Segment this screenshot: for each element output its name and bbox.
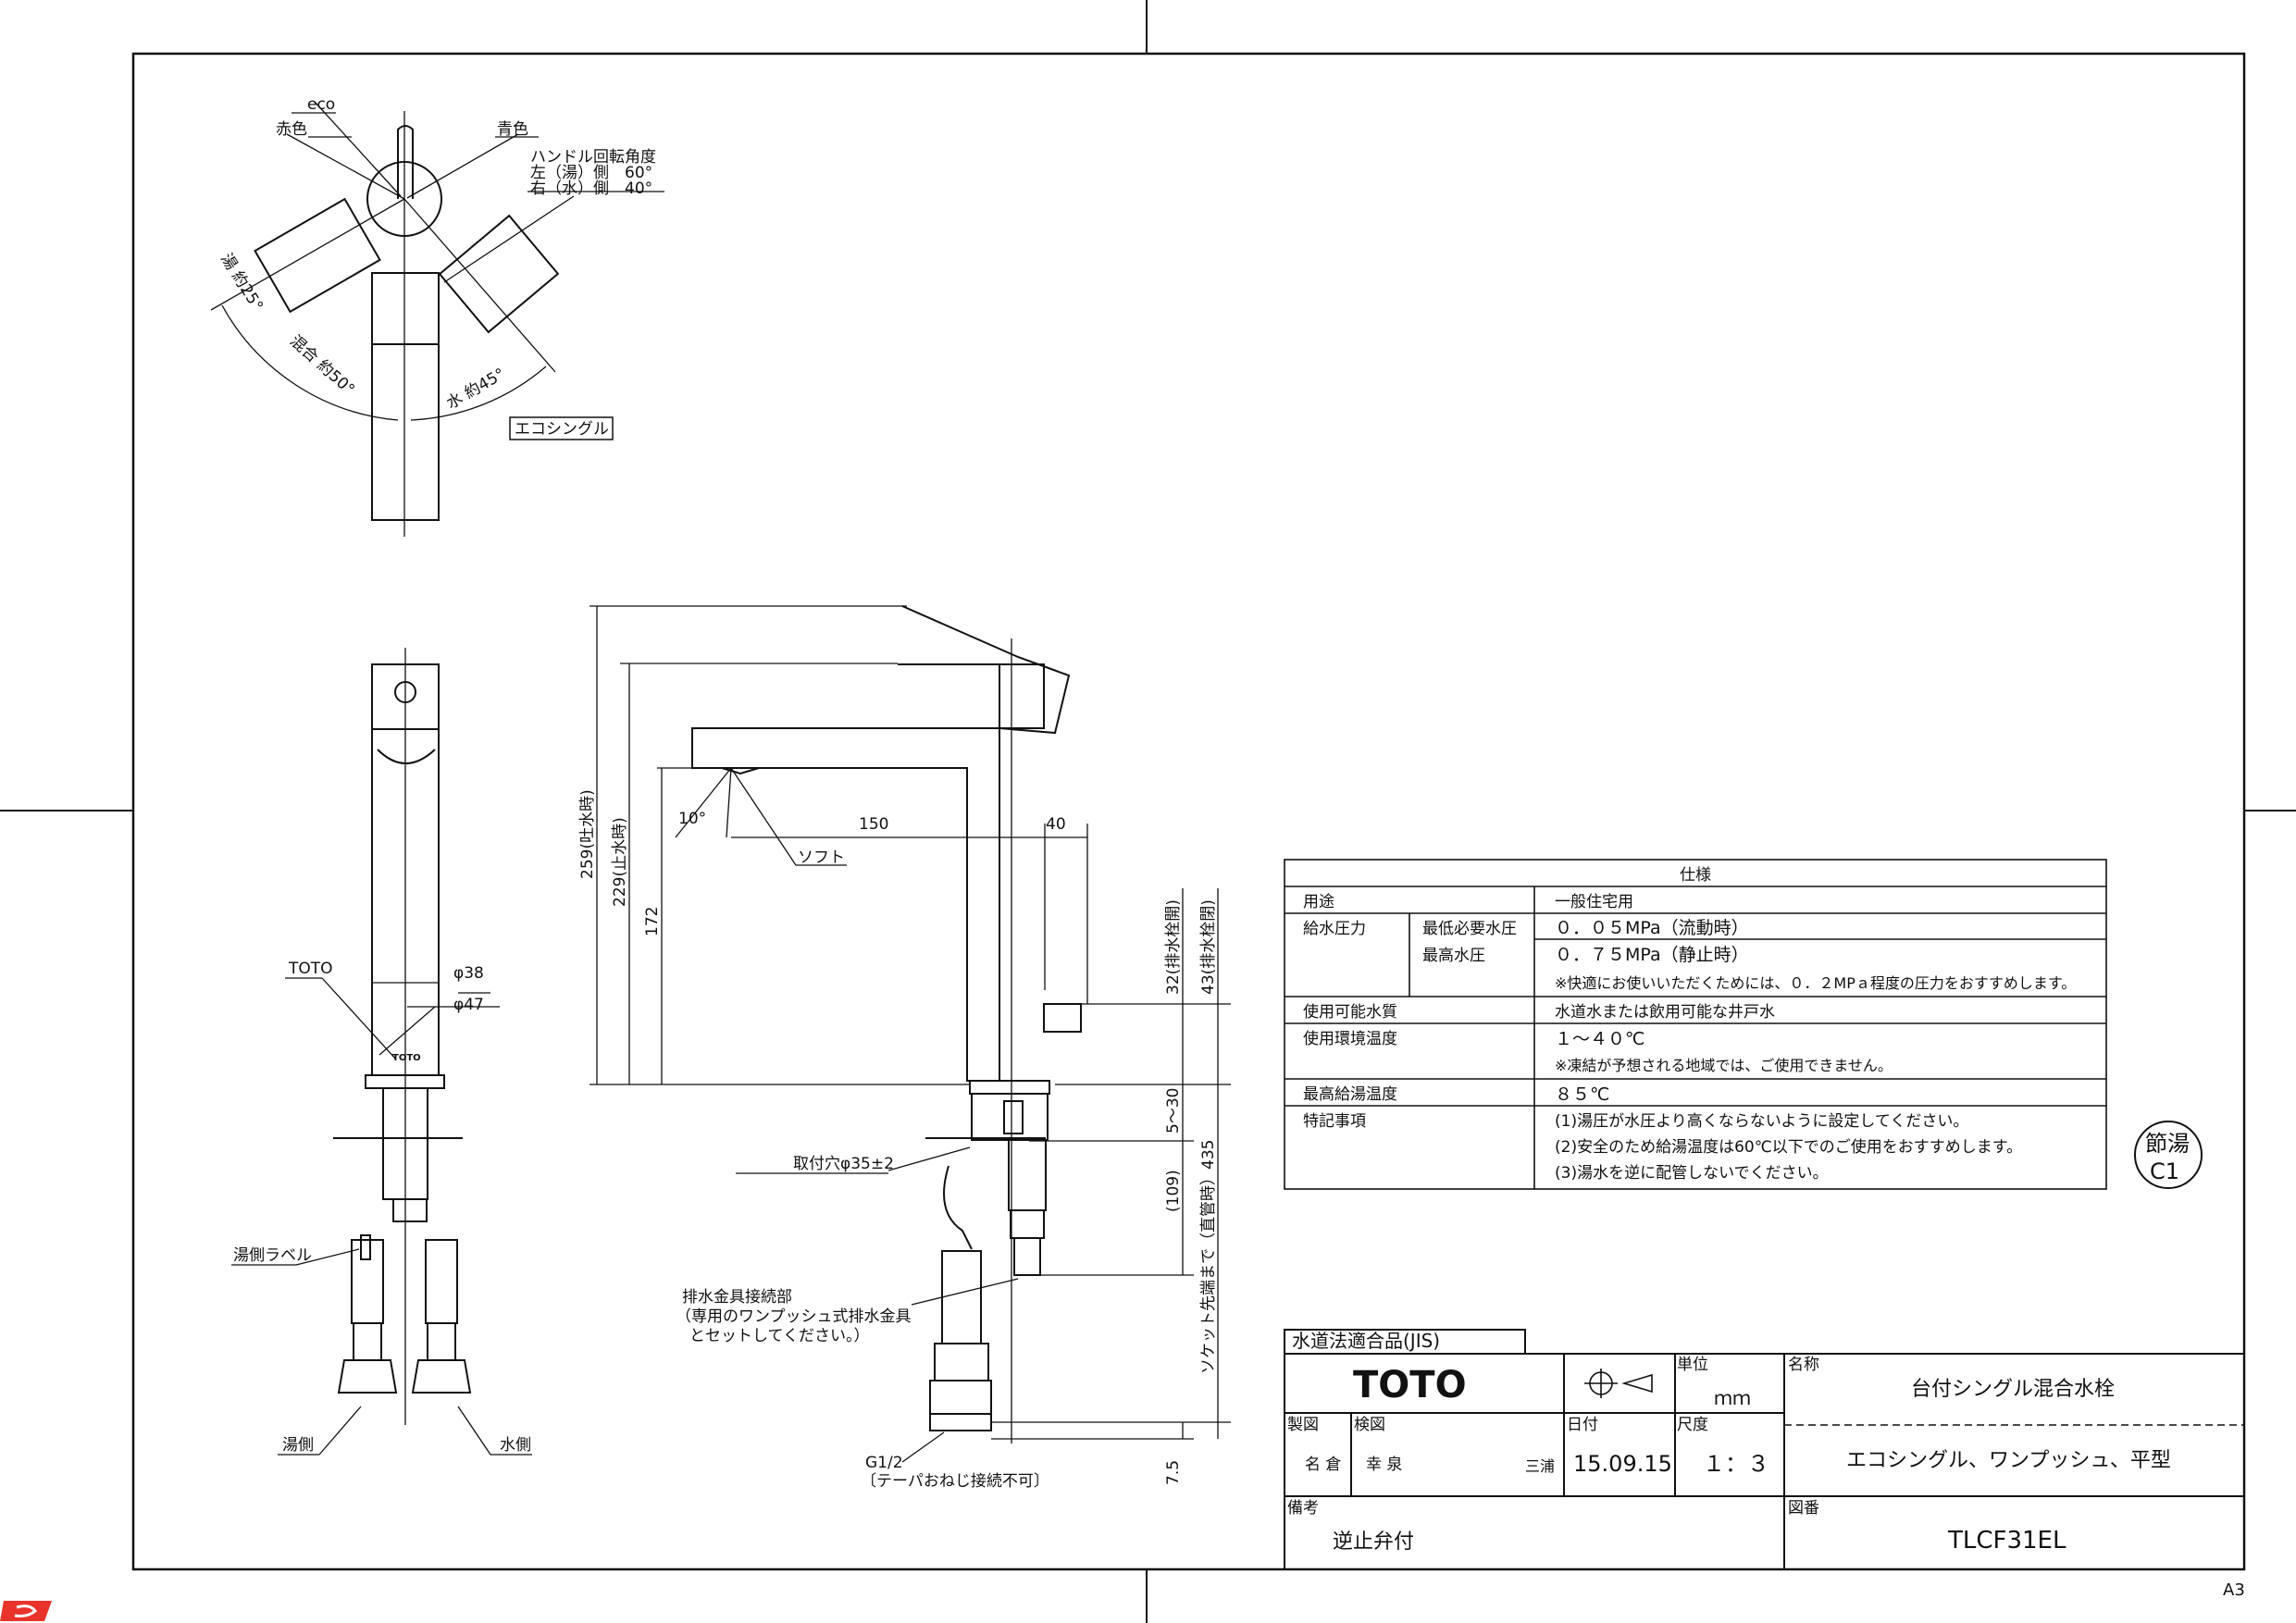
- handle-hot-angle: 左（湯）側 60°: [530, 164, 652, 182]
- date-label: 日付: [1567, 1416, 1598, 1434]
- cold-side-label: 水側: [500, 1436, 531, 1455]
- spec-note-3: (3)湯水を逆に配管しないでください。: [1555, 1164, 1829, 1183]
- drain-connection: 排水金具接続部: [682, 1288, 792, 1307]
- spec-note-2: (2)安全のため給湯温度は60℃以下でのご使用をおすすめします。: [1555, 1137, 2022, 1157]
- toto-logo: TOTO: [1353, 1364, 1467, 1406]
- red-label: 赤色: [276, 120, 307, 139]
- thread-g12: G1/2: [865, 1454, 903, 1472]
- eco-label: eco: [307, 95, 335, 114]
- maker-corner-mark: [0, 1601, 52, 1621]
- dia47-label: φ47: [453, 996, 484, 1014]
- checked-value: 幸 泉: [1366, 1456, 1402, 1474]
- spec-max-value: ０．７５MPa（静止時）: [1555, 945, 1749, 965]
- height-259: 259(吐水時): [578, 789, 597, 879]
- scale-value: １：３: [1703, 1451, 1769, 1477]
- handle-cold-angle: 右（水）側 40°: [530, 180, 652, 198]
- spec-max-label: 最高水圧: [1422, 947, 1485, 965]
- spec-use-value: 一般住宅用: [1555, 893, 1633, 911]
- counter-thickness: 5～30: [1164, 1088, 1183, 1134]
- mount-hole-label: 取付穴φ35±2: [793, 1155, 894, 1173]
- dim-40: 40: [1046, 815, 1066, 834]
- spec-min-label: 最低必要水圧: [1422, 920, 1517, 938]
- badge-line-2: C1: [2150, 1158, 2179, 1184]
- side-view: [590, 605, 1231, 1463]
- drain-note-2: とセットしてください。）: [689, 1327, 869, 1345]
- title-block-lines: [1284, 1329, 2244, 1569]
- water-rotation-angle: 水 約45°: [443, 365, 508, 413]
- remarks-label: 備考: [1287, 1499, 1319, 1518]
- length-109: (109): [1164, 1170, 1183, 1212]
- model-tag-box: [509, 416, 614, 440]
- drain-note-1: （専用のワンプッシュ式排水金具: [676, 1307, 912, 1326]
- sheet-size: A3: [2223, 1580, 2245, 1600]
- spec-env-label: 使用環境温度: [1303, 1029, 1397, 1048]
- spec-pressure-note: ※快適にお使いいただくためには、０．２MPａ程度の圧力をおすすめします。: [1555, 974, 2076, 992]
- date-value: 15.09.15: [1573, 1451, 1672, 1477]
- spec-note-1: (1)湯圧が水圧より高くならないように設定してください。: [1555, 1112, 1968, 1131]
- made-label: 製図: [1287, 1416, 1319, 1434]
- spout-reach: 150: [859, 815, 888, 834]
- unit-label: 単位: [1677, 1356, 1708, 1374]
- soft-callout: ソフト: [798, 849, 845, 867]
- drawing-number: TLCF31EL: [1947, 1527, 2066, 1555]
- drain-closed-height: 43(排水栓閉): [1199, 899, 1218, 995]
- jis-label: 水道法適合品(JIS): [1292, 1330, 1440, 1352]
- spec-water-value: 水道水または飲用可能な井戸水: [1555, 1003, 1775, 1022]
- spec-pressure-label: 給水圧力: [1303, 920, 1366, 938]
- height-229: 229(止水時): [611, 817, 629, 907]
- drawing-frame: [131, 52, 2246, 1571]
- unit-value: ｍｍ: [1714, 1387, 1751, 1409]
- mix-rotation-angle: 混合 約50°: [286, 332, 358, 400]
- badge-line-1: 節湯: [2145, 1131, 2190, 1157]
- spout-angle: 10°: [678, 810, 706, 828]
- subname-value: エコシングル、ワンプッシュ、平型: [1846, 1449, 2171, 1472]
- checked-label: 検図: [1354, 1416, 1385, 1434]
- spec-min-value: ０．０５MPa（流動時）: [1555, 918, 1749, 938]
- remarks-value: 逆止弁付: [1333, 1530, 1414, 1554]
- spec-title: 仕様: [1680, 866, 1711, 885]
- dia38-label: φ38: [453, 964, 484, 983]
- approved-value: 三浦: [1525, 1457, 1555, 1475]
- spec-water-label: 使用可能水質: [1303, 1002, 1397, 1022]
- name-label: 名称: [1788, 1356, 1819, 1374]
- length-75: 7.5: [1164, 1460, 1183, 1485]
- spec-notes-label: 特記事項: [1303, 1112, 1366, 1131]
- model-tag: エコシングル: [515, 420, 609, 439]
- spec-env-value: １～４０℃: [1555, 1029, 1644, 1049]
- length-435: ソケット先端まで（直管時）435: [1199, 1140, 1218, 1374]
- hot-label-callout: 湯側ラベル: [233, 1246, 312, 1265]
- spec-use-label: 用途: [1303, 893, 1334, 911]
- made-value: 名 倉: [1305, 1456, 1341, 1474]
- hot-side-label: 湯側: [282, 1436, 314, 1455]
- taper-note: 〔テーパおねじ接続不可〕: [861, 1472, 1049, 1491]
- brand-callout: TOTO: [288, 960, 333, 978]
- name-value: 台付シングル混合水栓: [1911, 1378, 2115, 1401]
- body-brand-mark: TOTO: [392, 1053, 421, 1063]
- top-view: [210, 101, 664, 537]
- blue-label: 青色: [497, 120, 528, 139]
- spec-env-note: ※凍結が予想される地域では、ご使用できません。: [1555, 1057, 1893, 1074]
- spec-table-lines: [1284, 859, 2107, 1190]
- spec-hotmax-label: 最高給湯温度: [1303, 1085, 1397, 1104]
- spec-hotmax-value: ８５℃: [1555, 1084, 1609, 1105]
- drawing-number-label: 図番: [1788, 1499, 1819, 1518]
- water-saving-badge-circle: [2134, 1121, 2203, 1189]
- projection-symbol: [1584, 1369, 1653, 1398]
- height-172: 172: [643, 907, 662, 936]
- handle-angle-title: ハンドル回転角度: [530, 148, 656, 167]
- scale-label: 尺度: [1677, 1416, 1708, 1434]
- front-view: [231, 648, 532, 1456]
- drain-open-height: 32(排水栓開): [1164, 899, 1183, 995]
